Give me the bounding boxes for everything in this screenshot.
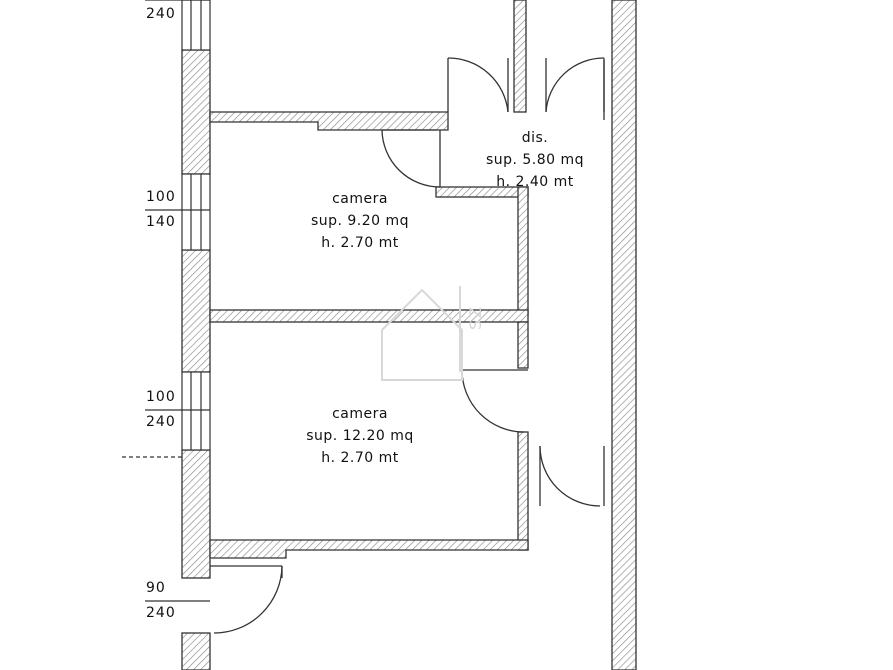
room-height: h. 2.40 mt xyxy=(496,174,574,190)
room-label-disimpegno: dis. sup. 5.80 mq h. 2.40 mt xyxy=(470,127,600,193)
exterior-right-wall xyxy=(603,0,637,670)
door-swing-camera-2 xyxy=(461,369,528,433)
room-height: h. 2.70 mt xyxy=(321,235,399,251)
door-swing-top-left xyxy=(447,57,509,113)
window-top xyxy=(181,0,211,51)
dimension-ticks xyxy=(122,0,210,602)
room-name: dis. xyxy=(521,130,549,146)
room-area: sup. 12.20 mq xyxy=(306,428,414,444)
window-label-4-top: 90 xyxy=(146,580,166,596)
watermark-text: SZ xyxy=(466,304,485,330)
door-swing-bottom xyxy=(210,565,283,634)
window-label-3-top: 100 xyxy=(146,389,176,405)
room-label-camera-1: camera sup. 9.20 mq h. 2.70 mt xyxy=(290,188,430,254)
window-camera-1 xyxy=(181,173,211,251)
exterior-left-wall xyxy=(181,49,211,670)
window-label-2-top: 100 xyxy=(146,189,176,205)
watermark-logo xyxy=(381,286,463,381)
room-area: sup. 9.20 mq xyxy=(310,213,410,229)
window-label-1-bottom: 240 xyxy=(146,6,176,22)
interior-walls xyxy=(209,0,529,559)
room-height: h. 2.70 mt xyxy=(321,450,399,466)
window-camera-2 xyxy=(181,371,211,451)
window-label-3-bottom: 240 xyxy=(146,414,176,430)
door-swing-camera-1 xyxy=(381,129,441,188)
room-name: camera xyxy=(332,191,388,207)
room-label-camera-2: camera sup. 12.20 mq h. 2.70 mt xyxy=(285,403,435,469)
door-swing-corridor xyxy=(539,445,601,507)
window-label-2-bottom: 140 xyxy=(146,214,176,230)
window-label-4-bottom: 240 xyxy=(146,605,176,621)
room-name: camera xyxy=(332,406,388,422)
room-area: sup. 5.80 mq xyxy=(485,152,585,168)
door-swing-top-right xyxy=(545,57,605,113)
